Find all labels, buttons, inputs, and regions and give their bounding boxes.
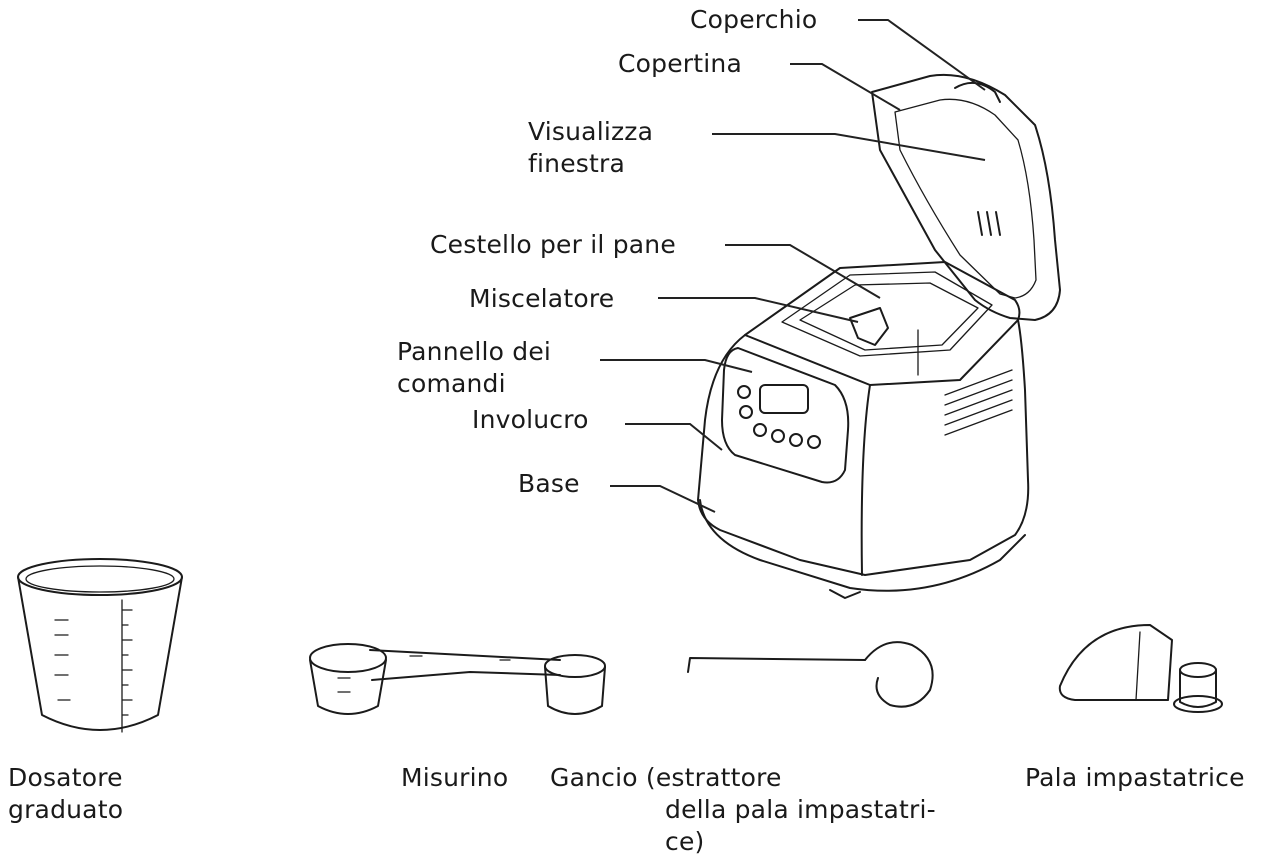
label-involucro: Involucro	[472, 404, 589, 435]
graduated-cup-illustration	[18, 559, 182, 732]
spoon-handle	[370, 650, 560, 680]
label-miscelatore: Miscelatore	[469, 283, 614, 314]
leader-involucro	[625, 424, 722, 450]
panel-button-2	[740, 406, 752, 418]
spoon-small-rim	[545, 655, 605, 677]
panel-button-6	[808, 436, 820, 448]
label-gancio-line2: della pala impastatri-	[665, 794, 936, 825]
label-pannello-line2: comandi	[397, 368, 506, 399]
label-visualizza-line1: Visualizza	[528, 116, 653, 147]
hook-rod	[688, 658, 865, 672]
label-gancio-line1: Gancio (estrattore	[550, 762, 782, 793]
cup-rim	[18, 559, 182, 595]
lid-vent-2	[987, 212, 991, 235]
label-misurino: Misurino	[401, 762, 508, 793]
lid-inner	[895, 99, 1036, 298]
leader-cestello	[725, 245, 880, 298]
spoon-big-rim	[310, 644, 386, 672]
measuring-spoon-illustration	[310, 644, 605, 714]
basket-inner	[800, 283, 978, 350]
paddle-hub-base	[1174, 696, 1222, 712]
label-dosatore-line1: Dosatore	[8, 762, 123, 793]
cup-scale	[55, 600, 132, 732]
paddle-inside	[850, 308, 888, 345]
panel-button-1	[738, 386, 750, 398]
paddle-hub-top	[1180, 663, 1216, 677]
label-cestello: Cestello per il pane	[430, 229, 676, 260]
body-front-edge	[862, 385, 870, 575]
cup-body	[18, 577, 182, 730]
paddle-blade	[1060, 625, 1172, 700]
hook-illustration	[688, 642, 933, 707]
label-coperchio: Coperchio	[690, 4, 817, 35]
cup-rim-inner	[26, 566, 174, 592]
panel-button-5	[790, 434, 802, 446]
base-foot	[830, 590, 860, 598]
label-base: Base	[518, 468, 580, 499]
leader-visualizza	[712, 134, 985, 160]
leader-lines	[600, 20, 985, 512]
leader-pannello	[600, 360, 752, 372]
panel-button-4	[772, 430, 784, 442]
label-dosatore-line2: graduato	[8, 794, 123, 825]
label-pannello-line1: Pannello dei	[397, 336, 551, 367]
spoon-marks	[338, 656, 510, 692]
label-copertina: Copertina	[618, 48, 742, 79]
lid-vent-3	[996, 212, 1000, 235]
label-pala: Pala impastatrice	[1025, 762, 1245, 793]
leader-coperchio	[858, 20, 985, 90]
panel-button-3	[754, 424, 766, 436]
leader-copertina	[790, 64, 900, 110]
label-visualizza-line2: finestra	[528, 148, 625, 179]
bread-machine-illustration	[698, 75, 1060, 598]
label-gancio-line3: ce)	[665, 826, 704, 857]
hook-curl	[865, 642, 933, 707]
display-screen	[760, 385, 808, 413]
lid-vent-1	[978, 212, 982, 235]
kneading-paddle-illustration	[1060, 625, 1222, 712]
